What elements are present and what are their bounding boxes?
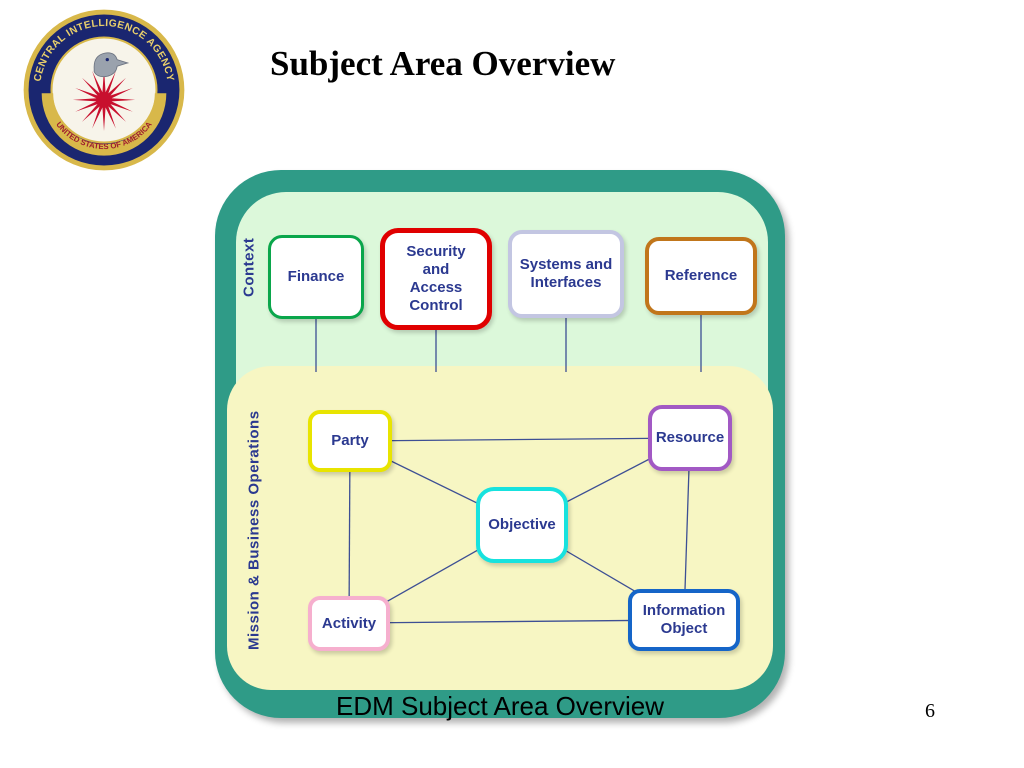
box-activity-label: Activity: [321, 614, 377, 632]
cia-seal-graphic: CENTRAL INTELLIGENCE AGENCY UNITED STATE…: [23, 9, 185, 171]
box-information-object: Information Object: [628, 589, 740, 651]
box-finance-label: Finance: [287, 268, 345, 285]
eagle-head-icon: [93, 52, 130, 78]
operations-label: Mission & Business Operations: [245, 410, 263, 650]
page-number: 6: [925, 700, 935, 722]
box-reference-label: Reference: [664, 267, 738, 284]
box-systems-label: Systems and Interfaces: [519, 256, 613, 291]
box-party: Party: [308, 410, 392, 472]
footer-caption: EDM Subject Area Overview: [335, 691, 664, 721]
box-security-and-access-control: Security and Access Control: [380, 228, 492, 330]
box-reference: Reference: [645, 237, 757, 315]
cia-seal: CENTRAL INTELLIGENCE AGENCY UNITED STATE…: [22, 8, 186, 172]
box-systems-and-interfaces: Systems and Interfaces: [508, 230, 624, 318]
box-security-label: Security and Access Control: [406, 243, 466, 314]
box-resource: Resource: [648, 405, 732, 471]
box-resource-label: Resource: [655, 429, 725, 446]
box-activity: Activity: [308, 596, 390, 651]
box-finance: Finance: [268, 235, 364, 319]
box-information-object-label: Information Object: [642, 602, 726, 637]
seal-bottom-banner: [41, 93, 167, 156]
box-objective: Objective: [476, 487, 568, 563]
box-objective-label: Objective: [488, 516, 556, 533]
compass-star-icon: [72, 68, 136, 131]
box-party-label: Party: [331, 432, 369, 449]
context-label: Context: [240, 237, 258, 298]
slide-title: Subject Area Overview: [270, 44, 616, 83]
